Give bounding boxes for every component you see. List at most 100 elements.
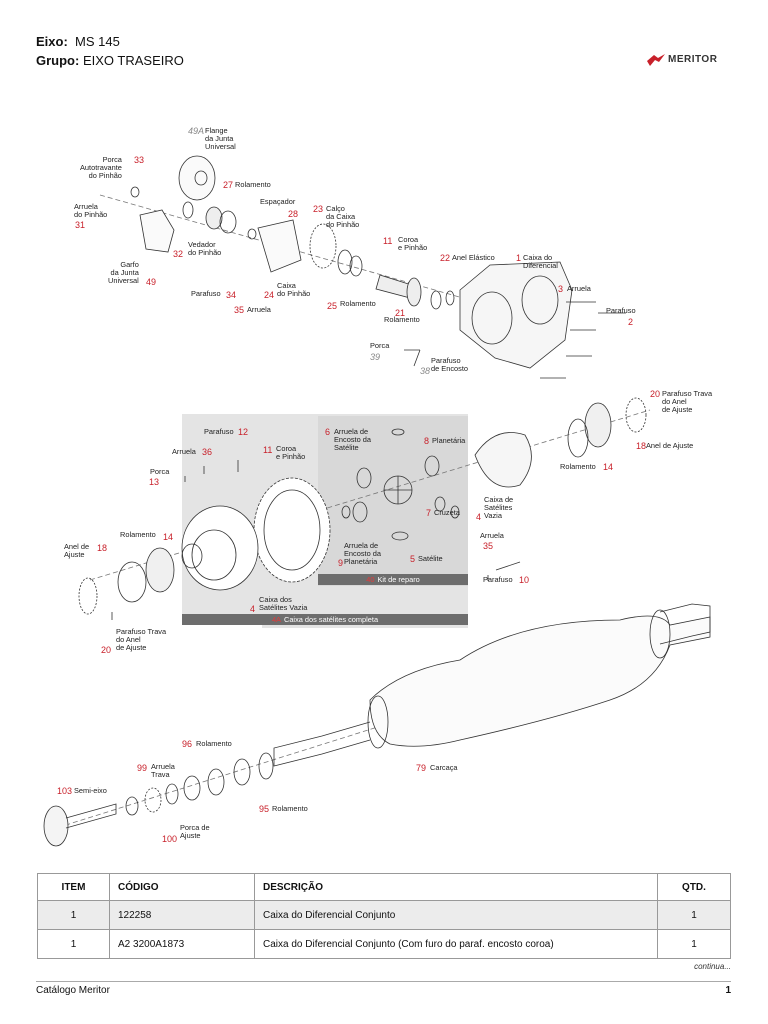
- part-label: Vedador do Pinhão: [188, 240, 222, 257]
- part-number: 33: [134, 155, 145, 165]
- part-number: 14: [163, 532, 174, 542]
- part-label: Arruela Trava: [151, 762, 175, 779]
- part-number: 1: [516, 253, 522, 263]
- part-number: 99: [137, 763, 148, 773]
- part-number: 20: [650, 389, 661, 399]
- part-number: 39: [370, 352, 381, 362]
- part-number: 32: [173, 249, 184, 259]
- part-number: 96: [182, 739, 193, 749]
- part-label: Parafuso: [204, 427, 234, 436]
- item-cell: 1: [37, 929, 110, 959]
- axle-value: MS 145: [75, 34, 120, 49]
- item-cell: 1: [37, 900, 110, 930]
- part-label: Arruela de Encosto da Satélite: [334, 427, 371, 452]
- page-number: 1: [725, 985, 731, 996]
- code-cell: 122258: [109, 900, 255, 930]
- part-label: Rolamento: [235, 180, 271, 189]
- part-label: Planetária: [432, 436, 466, 445]
- part-number: 49A: [188, 126, 205, 136]
- part-number: 12: [238, 427, 249, 437]
- part-label: Arruela: [567, 284, 591, 293]
- part-label: Porca: [150, 467, 170, 476]
- exploded-view-drawing: [43, 155, 711, 847]
- part-number: 7: [426, 508, 432, 518]
- part-number: 23: [313, 204, 324, 214]
- part-label: Anel de Ajuste: [64, 542, 90, 559]
- part-number: 38: [420, 366, 431, 376]
- part-label: Anel de Ajuste: [646, 441, 694, 450]
- part-label: Caixa de Satélites Vazia: [484, 495, 514, 520]
- part-label: Rolamento: [340, 299, 376, 308]
- part-label: Rolamento: [120, 530, 156, 539]
- page-footer: Catálogo Meritor 1: [36, 981, 731, 996]
- part-number: 28: [288, 209, 299, 219]
- part-number: 103: [57, 786, 73, 796]
- part-label: Satélite: [418, 554, 443, 563]
- part-number: 10: [519, 575, 530, 585]
- repair-kit-label: Kit de reparo: [377, 575, 420, 584]
- part-number: 13: [149, 477, 160, 487]
- part-number: 18: [97, 543, 108, 553]
- part-number: 100: [162, 834, 178, 844]
- part-label: Parafuso Trava do Anel de Ajuste: [662, 389, 713, 414]
- part-label: Arruela de Encosto da Planetária: [344, 541, 381, 566]
- axle-label: Eixo:: [36, 34, 68, 49]
- table-row: 1 122258 Caixa do Diferencial Conjunto 1: [37, 900, 731, 930]
- part-label: Arruela: [480, 531, 504, 540]
- part-label: Parafuso Trava do Anel de Ajuste: [116, 627, 167, 652]
- footer-catalog-name: Catálogo Meritor: [36, 985, 110, 996]
- table-header-row: ITEM CÓDIGO DESCRIÇÃO QTD.: [37, 873, 731, 901]
- part-number: 4: [250, 604, 256, 614]
- complete-case-number: 4A: [271, 615, 281, 624]
- part-label: Rolamento: [272, 804, 308, 813]
- part-label: Rolamento: [384, 315, 420, 324]
- group-field: Grupo: EIXO TRASEIRO: [36, 53, 184, 68]
- part-label: Porca Autotravante do Pinhão: [80, 155, 122, 180]
- part-label: Espaçador: [260, 197, 296, 206]
- part-label: Rolamento: [196, 739, 232, 748]
- quantity-cell: 1: [657, 900, 731, 930]
- part-number: 21: [395, 308, 406, 318]
- group-label: Grupo:: [36, 53, 80, 68]
- part-number: 18: [636, 441, 647, 451]
- part-label: Rolamento: [560, 462, 596, 471]
- logo-text: MERITOR: [668, 54, 718, 65]
- part-label: Semi-eixo: [74, 786, 107, 795]
- part-label: Parafuso: [191, 289, 221, 298]
- part-label: Porca de Ajuste: [180, 823, 210, 840]
- part-number: 4: [476, 512, 482, 522]
- part-label: Flange da Junta Universal: [205, 126, 236, 151]
- part-label: Carcaça: [430, 763, 458, 772]
- part-label: Arruela: [172, 447, 196, 456]
- part-number: 49: [146, 277, 157, 287]
- part-number: 2: [628, 317, 634, 327]
- part-number: 31: [75, 220, 86, 230]
- part-number: 11: [383, 236, 393, 246]
- part-label: Arruela: [247, 305, 271, 314]
- part-number: 5: [410, 554, 416, 564]
- part-label: Parafuso: [606, 306, 636, 315]
- part-number: 6: [325, 427, 331, 437]
- part-label: Coroa e Pinhão: [398, 235, 428, 252]
- column-header-quantity: QTD.: [657, 873, 731, 901]
- part-label: Cruzeta: [434, 508, 460, 517]
- group-value: EIXO TRASEIRO: [82, 53, 184, 68]
- part-label: Calço da Caixa do Pinhão: [326, 204, 360, 229]
- part-label: Coroa e Pinhão: [276, 444, 306, 461]
- meritor-logo: MERITOR: [646, 52, 732, 68]
- part-number: 79: [416, 763, 427, 773]
- part-number: 35: [234, 305, 245, 315]
- description-cell: Caixa do Diferencial Conjunto: [254, 900, 658, 930]
- parts-table: ITEM CÓDIGO DESCRIÇÃO QTD. 1 122258 Caix…: [37, 873, 731, 959]
- part-number: 36: [202, 447, 213, 457]
- part-number: 8: [424, 436, 430, 446]
- part-number: 11: [263, 445, 273, 455]
- part-label: Anel Elástico: [452, 253, 495, 262]
- part-label: Caixa dos Satélites Vazia: [259, 595, 308, 612]
- part-number: 3: [558, 284, 564, 294]
- repair-kit-panel: [318, 416, 468, 586]
- part-number: 9: [338, 558, 344, 568]
- continued-note: continua...: [694, 962, 731, 971]
